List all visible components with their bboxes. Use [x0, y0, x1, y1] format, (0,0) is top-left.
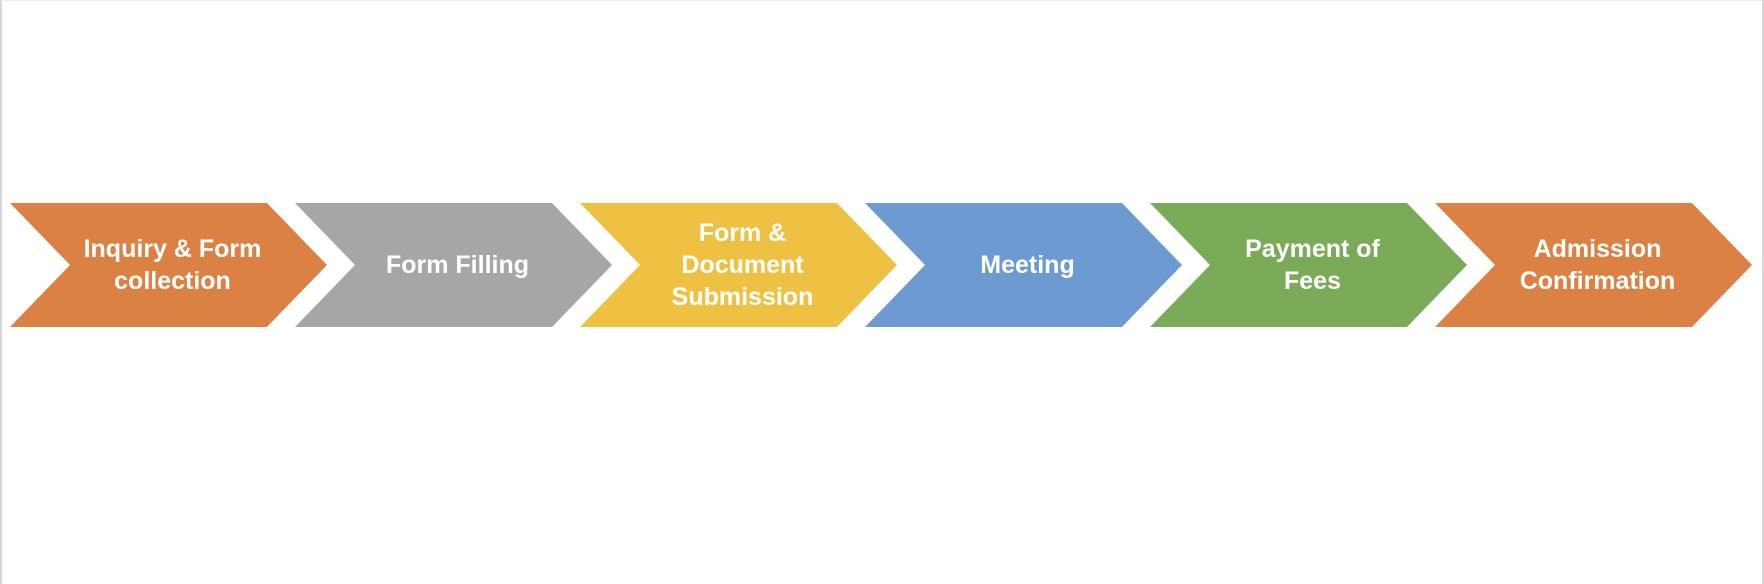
label-line: Document — [681, 251, 804, 279]
process-step-inquiry-form-collection: Inquiry & Form collection — [10, 203, 327, 327]
process-step-label: Inquiry & Form collection — [84, 233, 262, 297]
label-line: Confirmation — [1519, 267, 1676, 295]
label-line: Admission — [1533, 235, 1662, 263]
process-step-label: Payment of Fees — [1245, 233, 1380, 297]
label-line: Form & — [698, 219, 787, 247]
label-line: Meeting — [980, 251, 1075, 279]
process-step-label: Form Filling — [386, 249, 529, 281]
label-line: Inquiry & Form — [83, 235, 262, 263]
process-step-label: Form & Document Submission — [672, 217, 814, 313]
label-line: Form Filling — [385, 251, 530, 279]
label-line: Submission — [671, 283, 814, 311]
process-step-admission-confirmation: Admission Confirmation — [1435, 203, 1752, 327]
process-flow-diagram: Inquiry & Form collection Form Filling F… — [2, 203, 1762, 327]
label-line: Fees — [1284, 267, 1341, 295]
label-line: collection — [114, 267, 231, 295]
process-step-label: Admission Confirmation — [1520, 233, 1676, 297]
label-line: Payment of — [1245, 235, 1380, 263]
process-step-form-filling: Form Filling — [295, 203, 612, 327]
process-step-label: Meeting — [980, 249, 1074, 281]
process-step-form-document-submission: Form & Document Submission — [580, 203, 897, 327]
process-step-meeting: Meeting — [865, 203, 1182, 327]
process-step-payment-of-fees: Payment of Fees — [1150, 203, 1467, 327]
